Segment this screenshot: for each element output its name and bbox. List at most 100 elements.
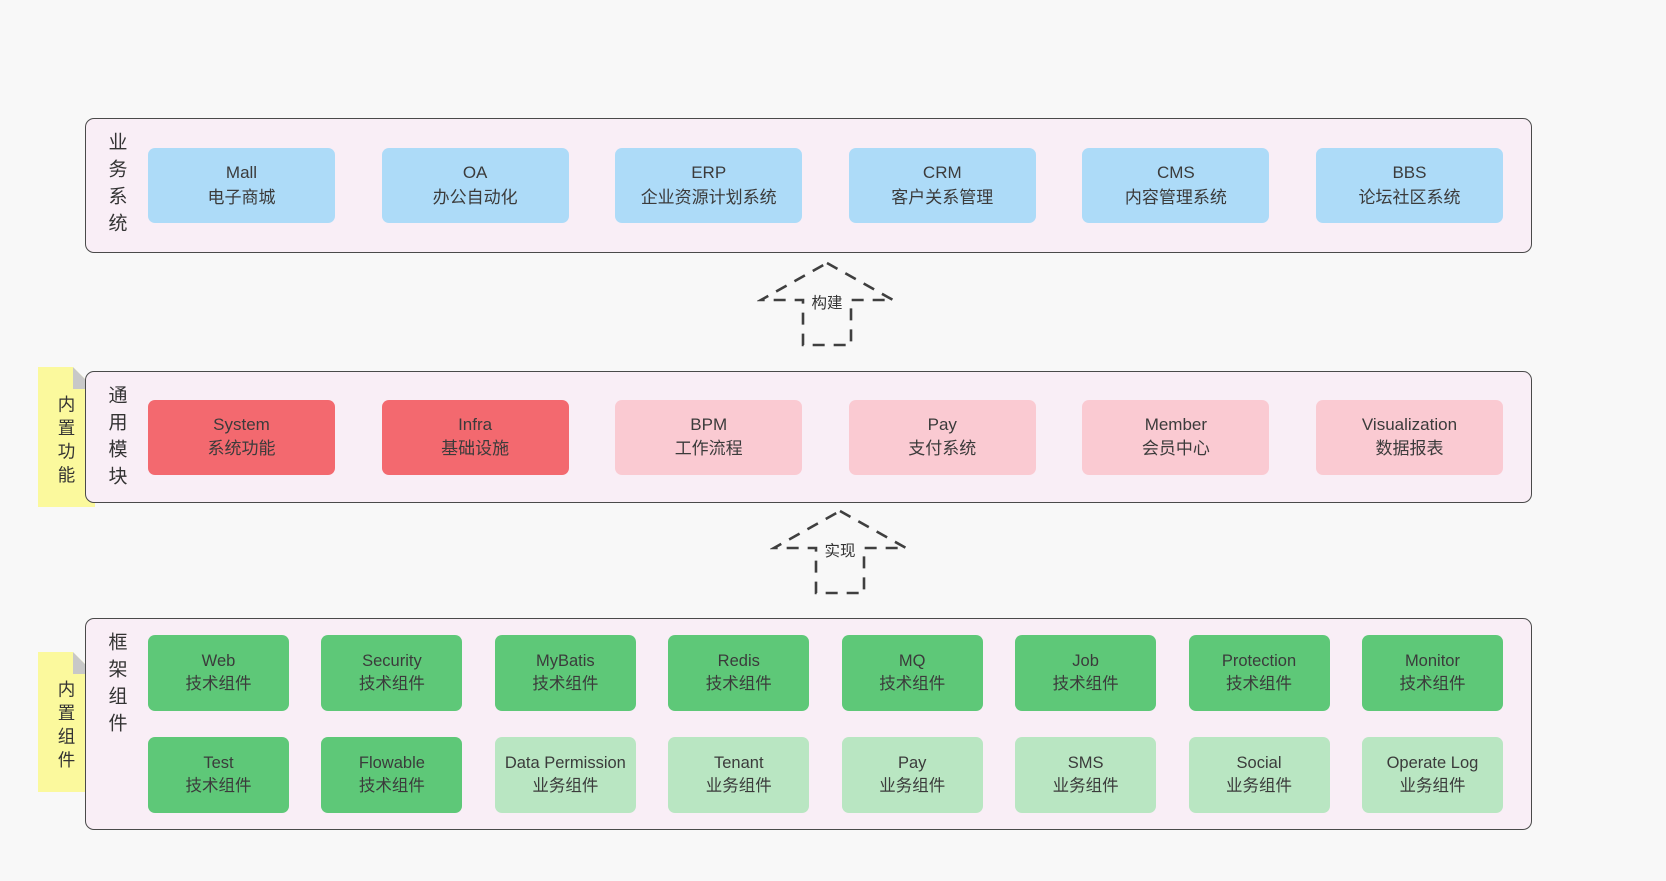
box-erp: ERP 企业资源计划系统 bbox=[615, 148, 803, 223]
box-security: Security 技术组件 bbox=[321, 635, 463, 711]
box-title: OA bbox=[462, 163, 488, 183]
box-subtitle: 业务组件 bbox=[1226, 777, 1293, 795]
box-mq: MQ 技术组件 bbox=[841, 635, 983, 711]
layer-framework-components: 框架组件 Web 技术组件 Security 技术组件 MyBatis 技术组件… bbox=[85, 618, 1532, 830]
box-mall: Mall 电子商城 bbox=[148, 148, 335, 223]
box-title: Pay bbox=[897, 753, 927, 772]
box-subtitle: 电子商城 bbox=[207, 187, 276, 207]
box-web: Web 技术组件 bbox=[148, 635, 289, 711]
box-subtitle: 基础设施 bbox=[441, 439, 510, 458]
framework-boxes-grid: Web 技术组件 Security 技术组件 MyBatis 技术组件 Redi… bbox=[146, 619, 1531, 829]
box-member: Member 会员中心 bbox=[1082, 399, 1270, 475]
box-mybatis: MyBatis 技术组件 bbox=[494, 635, 636, 711]
box-title: Tenant bbox=[713, 753, 764, 772]
business-boxes-row: Mall 电子商城 OA 办公自动化 ERP 企业资源计划系统 CRM 客户关系… bbox=[146, 119, 1531, 252]
box-sms: SMS 业务组件 bbox=[1015, 737, 1157, 813]
box-oa: OA 办公自动化 bbox=[381, 148, 569, 223]
box-title: Monitor bbox=[1404, 651, 1460, 670]
box-subtitle: 业务组件 bbox=[1399, 777, 1466, 795]
box-title: Protection bbox=[1221, 651, 1297, 670]
box-title: Flowable bbox=[358, 753, 425, 772]
box-title: CRM bbox=[922, 163, 962, 183]
arrow-label: 实现 bbox=[820, 539, 860, 561]
box-system: System 系统功能 bbox=[148, 399, 335, 475]
layer-label-column: 通用模块 bbox=[86, 372, 146, 502]
box-title: BPM bbox=[690, 414, 728, 434]
box-cms: CMS 内容管理系统 bbox=[1082, 148, 1270, 223]
box-data-permission: Data Permission 业务组件 bbox=[494, 737, 636, 813]
box-subtitle: 支付系统 bbox=[908, 439, 977, 458]
box-title: ERP bbox=[691, 163, 727, 183]
layer-label-column: 框架组件 bbox=[86, 619, 146, 829]
box-test: Test 技术组件 bbox=[148, 737, 289, 813]
box-subtitle: 客户关系管理 bbox=[891, 187, 994, 207]
box-monitor: Monitor 技术组件 bbox=[1361, 635, 1503, 711]
box-title: Operate Log bbox=[1386, 753, 1479, 772]
box-visualization: Visualization 数据报表 bbox=[1315, 399, 1503, 475]
box-title: MQ bbox=[898, 651, 926, 670]
box-title: Pay bbox=[927, 414, 957, 434]
box-title: MyBatis bbox=[536, 651, 595, 670]
box-title: Data Permission bbox=[504, 753, 626, 772]
box-title: Redis bbox=[717, 651, 760, 670]
box-subtitle: 技术组件 bbox=[705, 675, 772, 693]
box-subtitle: 业务组件 bbox=[532, 777, 599, 795]
box-job: Job 技术组件 bbox=[1015, 635, 1157, 711]
box-subtitle: 办公自动化 bbox=[432, 187, 518, 207]
layer-label: 框架组件 bbox=[105, 632, 127, 740]
box-crm: CRM 客户关系管理 bbox=[848, 148, 1036, 223]
layer-label-column: 业务系统 bbox=[86, 119, 146, 252]
arrow-build: 构建 bbox=[757, 260, 897, 348]
box-subtitle: 技术组件 bbox=[1399, 675, 1466, 693]
layer-label: 业务系统 bbox=[105, 132, 127, 240]
box-title: System bbox=[213, 414, 270, 434]
layer-business-systems: 业务系统 Mall 电子商城 OA 办公自动化 ERP 企业资源计划系统 CRM… bbox=[85, 118, 1532, 253]
box-subtitle: 企业资源计划系统 bbox=[640, 187, 777, 207]
framework-row-1: Web 技术组件 Security 技术组件 MyBatis 技术组件 Redi… bbox=[148, 635, 1503, 711]
module-boxes-row: System 系统功能 Infra 基础设施 BPM 工作流程 Pay 支付系统… bbox=[146, 372, 1531, 502]
layer-label: 通用模块 bbox=[105, 385, 127, 493]
arrow-implement: 实现 bbox=[770, 508, 910, 596]
box-subtitle: 技术组件 bbox=[185, 777, 252, 795]
box-subtitle: 业务组件 bbox=[1052, 777, 1119, 795]
box-subtitle: 数据报表 bbox=[1375, 439, 1444, 458]
box-subtitle: 技术组件 bbox=[532, 675, 599, 693]
box-title: Mall bbox=[225, 163, 258, 183]
box-title: BBS bbox=[1392, 163, 1427, 183]
box-social: Social 业务组件 bbox=[1188, 737, 1330, 813]
box-pay-system: Pay 支付系统 bbox=[848, 399, 1036, 475]
box-infra: Infra 基础设施 bbox=[381, 399, 569, 475]
layer-common-modules: 通用模块 System 系统功能 Infra 基础设施 BPM 工作流程 Pay… bbox=[85, 371, 1532, 503]
box-subtitle: 内容管理系统 bbox=[1124, 187, 1227, 207]
box-title: Infra bbox=[458, 414, 493, 434]
box-title: Security bbox=[362, 651, 422, 670]
box-title: Web bbox=[201, 651, 236, 670]
arrow-label: 构建 bbox=[807, 291, 847, 313]
box-subtitle: 业务组件 bbox=[879, 777, 946, 795]
box-subtitle: 业务组件 bbox=[705, 777, 772, 795]
box-subtitle: 系统功能 bbox=[207, 439, 276, 458]
sticky-note-label: 内置功能 bbox=[56, 395, 76, 489]
box-flowable: Flowable 技术组件 bbox=[321, 737, 463, 813]
box-title: Job bbox=[1072, 651, 1099, 670]
box-subtitle: 论坛社区系统 bbox=[1358, 187, 1461, 207]
box-title: SMS bbox=[1067, 753, 1104, 772]
box-subtitle: 技术组件 bbox=[1226, 675, 1293, 693]
box-tenant: Tenant 业务组件 bbox=[668, 737, 810, 813]
box-subtitle: 技术组件 bbox=[879, 675, 946, 693]
box-title: Visualization bbox=[1361, 414, 1458, 434]
box-title: Test bbox=[203, 753, 234, 772]
box-bpm: BPM 工作流程 bbox=[615, 399, 803, 475]
box-subtitle: 工作流程 bbox=[674, 439, 743, 458]
sticky-note-label: 内置组件 bbox=[56, 680, 76, 774]
box-subtitle: 会员中心 bbox=[1141, 439, 1210, 458]
box-subtitle: 技术组件 bbox=[358, 777, 425, 795]
box-pay-component: Pay 业务组件 bbox=[841, 737, 983, 813]
box-subtitle: 技术组件 bbox=[185, 675, 252, 693]
box-redis: Redis 技术组件 bbox=[668, 635, 810, 711]
box-operate-log: Operate Log 业务组件 bbox=[1361, 737, 1503, 813]
box-title: Member bbox=[1144, 414, 1208, 434]
box-title: CMS bbox=[1156, 163, 1195, 183]
box-subtitle: 技术组件 bbox=[1052, 675, 1119, 693]
